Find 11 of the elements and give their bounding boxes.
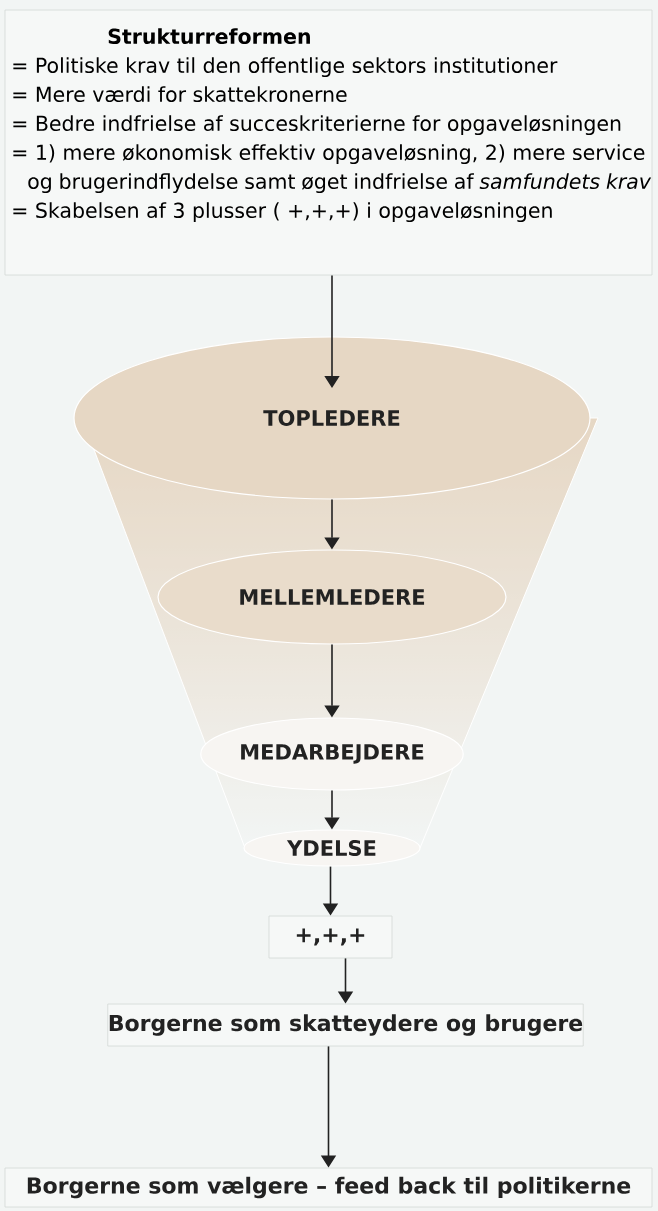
list-item: = Skabelsen af 3 plusser ( +,+,+) i opgaveløsningen <box>13 202 552 223</box>
text-box: +,+,+ <box>268 915 393 959</box>
list-item: = 1) mere økonomisk effektiv opgaveløsning, 2) mere service og brugerindflydelse samt øget indfrielse af samfundets krav <box>13 144 652 194</box>
list-item: = Bedre indfrielse af succeskriterierne for opgaveløsningen <box>13 115 621 136</box>
text-box <box>4 9 653 276</box>
list-item: = Politiske krav til den offentlige sektors institutioner <box>13 57 558 78</box>
text-box: Borgerne som skatteydere og brugere <box>107 1003 584 1047</box>
text-box: Borgerne som vælgere – feed back til politikerne <box>4 1167 653 1208</box>
arrow <box>324 274 340 388</box>
list-item: = Mere værdi for skattekronerne <box>13 86 347 103</box>
heading: Strukturreformen <box>108 28 310 45</box>
